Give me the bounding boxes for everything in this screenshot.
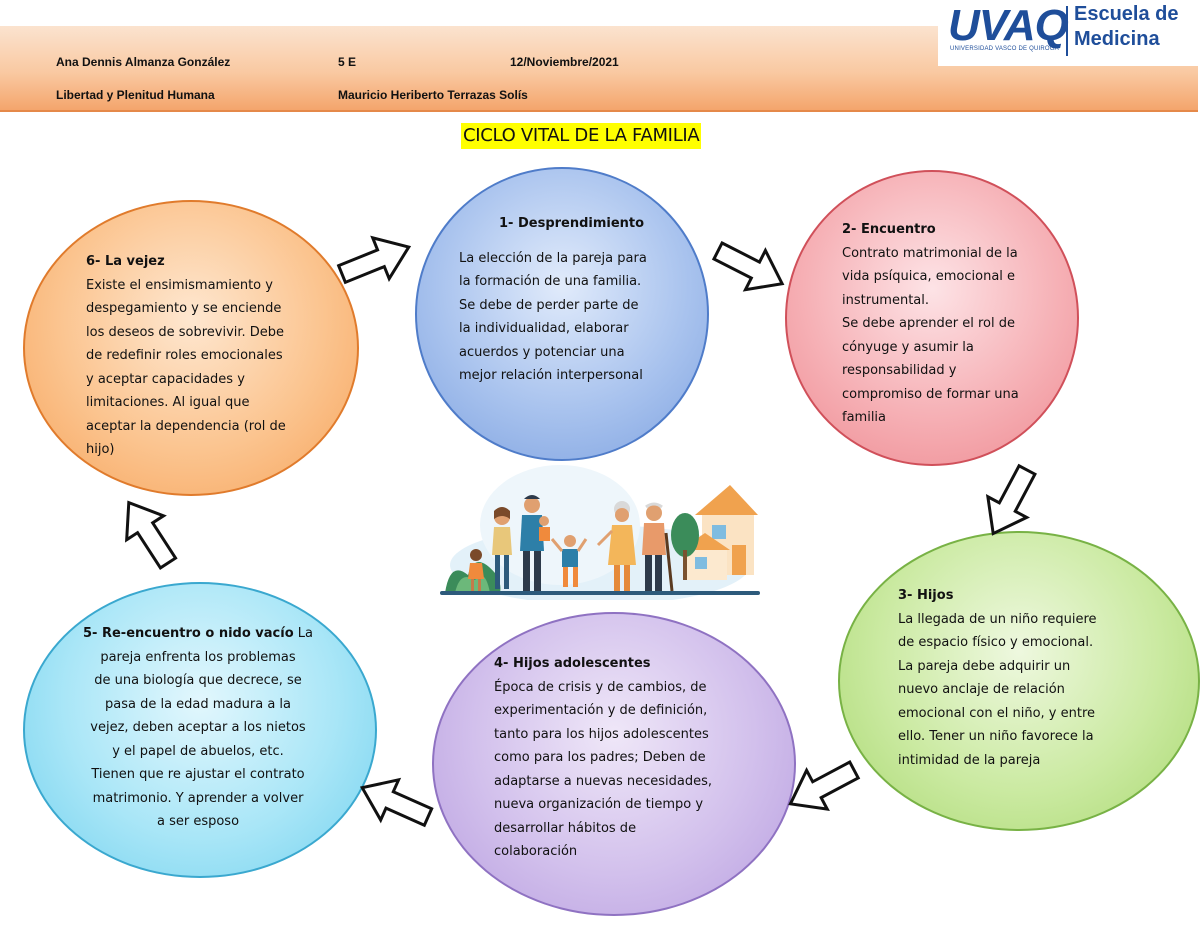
- stage-5-line: pareja enfrenta los problemas: [100, 649, 296, 665]
- stage-5-line: pasa de la edad madura a la: [104, 696, 292, 712]
- stage-5-heading: 5- Re-encuentro o nido vacío: [83, 626, 294, 641]
- stage-3-line: La llegada de un niño requiere: [898, 611, 1097, 627]
- stage-circle-2: [785, 170, 1079, 466]
- stage-4-text: 4- Hijos adolescentes Época de crisis y …: [494, 652, 754, 864]
- stage-2-heading: 2- Encuentro: [842, 222, 936, 237]
- stage-3-line: nuevo anclaje de relación: [898, 682, 1065, 697]
- stage-1-text: 1- Desprendimiento La elección de la par…: [459, 212, 689, 388]
- stage-2-line: responsabilidad y: [842, 363, 957, 378]
- stage-6-line: de redefinir roles emocionales: [86, 348, 283, 363]
- stage-1-heading: 1- Desprendimiento: [499, 216, 645, 231]
- group-label: 5 E: [338, 55, 357, 69]
- stage-5-line: de una biología que decrece, se: [94, 673, 302, 688]
- stage-2-line: compromiso de formar una: [842, 386, 1019, 402]
- stage-circle-1: [415, 167, 709, 461]
- stage-6-line: hijo): [86, 442, 115, 457]
- stage-2-line: instrumental.: [842, 292, 930, 308]
- arrow-2-to-3: [972, 458, 1048, 546]
- stage-5-text: 5- Re-encuentro o nido vacío La pareja e…: [68, 622, 328, 834]
- stage-6-text: 6- La vejez Existe el ensimismamiento y …: [86, 250, 316, 462]
- arrow-3-to-4: [778, 749, 866, 825]
- family-illustration: [440, 465, 760, 600]
- stage-5-heading-tail: La: [293, 626, 313, 641]
- stage-6-line: despegamiento y se enciende: [86, 301, 282, 316]
- stage-3-line: ello. Tener un niño favorece la: [898, 729, 1094, 744]
- stage-6-line: Existe el ensimismamiento y: [86, 277, 273, 293]
- stage-5-line: matrimonio. Y aprender a volver: [92, 790, 304, 806]
- teacher-name: Mauricio Heriberto Terrazas Solís: [338, 88, 528, 102]
- stage-2-line: familia: [842, 410, 887, 425]
- stage-4-line: nueva organización de tiempo y: [494, 797, 704, 812]
- stage-4-line: como para los padres; Deben de: [494, 750, 706, 765]
- stage-1-line: La elección de la pareja para: [459, 250, 647, 266]
- logo-school-line1: Escuela de: [1074, 3, 1179, 25]
- stage-circle-4: [432, 612, 796, 916]
- date-label: 12/Noviembre/2021: [510, 55, 619, 69]
- logo-brand: UVAQ: [948, 1, 1069, 50]
- page-title: CICLO VITAL DE LA FAMILIA: [461, 123, 702, 149]
- stage-1-line: mejor relación interpersonal: [459, 368, 643, 383]
- arrow-6-to-1: [332, 225, 419, 296]
- stage-3-line: emocional con el niño, y entre: [898, 705, 1096, 721]
- stage-6-line: los deseos de sobrevivir. Debe: [86, 324, 285, 340]
- stage-5-line: Tienen que re ajustar el contrato: [91, 767, 305, 782]
- stage-circle-3: [838, 531, 1200, 831]
- stage-2-line: Se debe aprender el rol de: [842, 316, 1016, 331]
- stage-3-line: intimidad de la pareja: [898, 752, 1041, 768]
- stage-2-text: 2- Encuentro Contrato matrimonial de la …: [842, 218, 1062, 430]
- stage-1-line: la formación de una familia.: [459, 274, 642, 289]
- subject-label: Libertad y Plenitud Humana: [56, 88, 215, 102]
- stage-1-line: acuerdos y potenciar una: [459, 344, 625, 360]
- stage-5-line: a ser esposo: [156, 814, 240, 829]
- logo-divider: [1066, 6, 1068, 56]
- stage-6-line: y aceptar capacidades y: [86, 371, 245, 387]
- logo-school: Escuela de Medicina: [1074, 2, 1179, 52]
- stage-6-line: aceptar la dependencia (rol de: [86, 418, 286, 434]
- stage-3-heading: 3- Hijos: [898, 588, 954, 603]
- stage-6-heading: 6- La vejez: [86, 254, 165, 269]
- arrow-5-to-6: [108, 489, 188, 577]
- stage-3-line: de espacio físico y emocional.: [898, 635, 1094, 650]
- stage-3-text: 3- Hijos La llegada de un niño requiere …: [898, 584, 1148, 772]
- stage-circle-6: [23, 200, 359, 496]
- stage-4-heading: 4- Hijos adolescentes: [494, 656, 651, 671]
- stage-5-line: y el papel de abuelos, etc.: [112, 743, 284, 759]
- stage-1-line: Se debe de perder parte de: [459, 297, 639, 313]
- stage-5-line: vejez, deben aceptar a los nietos: [90, 720, 306, 735]
- arrow-1-to-2: [706, 229, 794, 305]
- arrow-4-to-5: [351, 766, 439, 839]
- stage-2-line: vida psíquica, emocional e: [842, 269, 1016, 284]
- stage-4-line: Época de crisis y de cambios, de: [494, 679, 707, 695]
- stage-2-line: cónyuge y asumir la: [842, 339, 974, 355]
- stage-4-line: adaptarse a nuevas necesidades,: [494, 773, 713, 789]
- stage-circle-5: [23, 582, 377, 878]
- stage-1-line: la individualidad, elaborar: [459, 321, 629, 336]
- stage-4-line: colaboración: [494, 844, 578, 859]
- stage-4-line: desarrollar hábitos de: [494, 820, 637, 836]
- stage-3-line: La pareja debe adquirir un: [898, 658, 1071, 674]
- uvaq-logo: UVAQ UNIVERSIDAD VASCO DE QUIROGA Escuel…: [938, 0, 1200, 66]
- stage-4-line: tanto para los hijos adolescentes: [494, 726, 709, 742]
- student-name: Ana Dennis Almanza González: [56, 55, 231, 69]
- stage-6-line: limitaciones. Al igual que: [86, 395, 250, 410]
- stage-4-line: experimentación y de definición,: [494, 703, 708, 718]
- logo-school-line2: Medicina: [1074, 28, 1160, 50]
- logo-brand-sub: UNIVERSIDAD VASCO DE QUIROGA: [950, 46, 1059, 52]
- stage-2-line: Contrato matrimonial de la: [842, 245, 1018, 261]
